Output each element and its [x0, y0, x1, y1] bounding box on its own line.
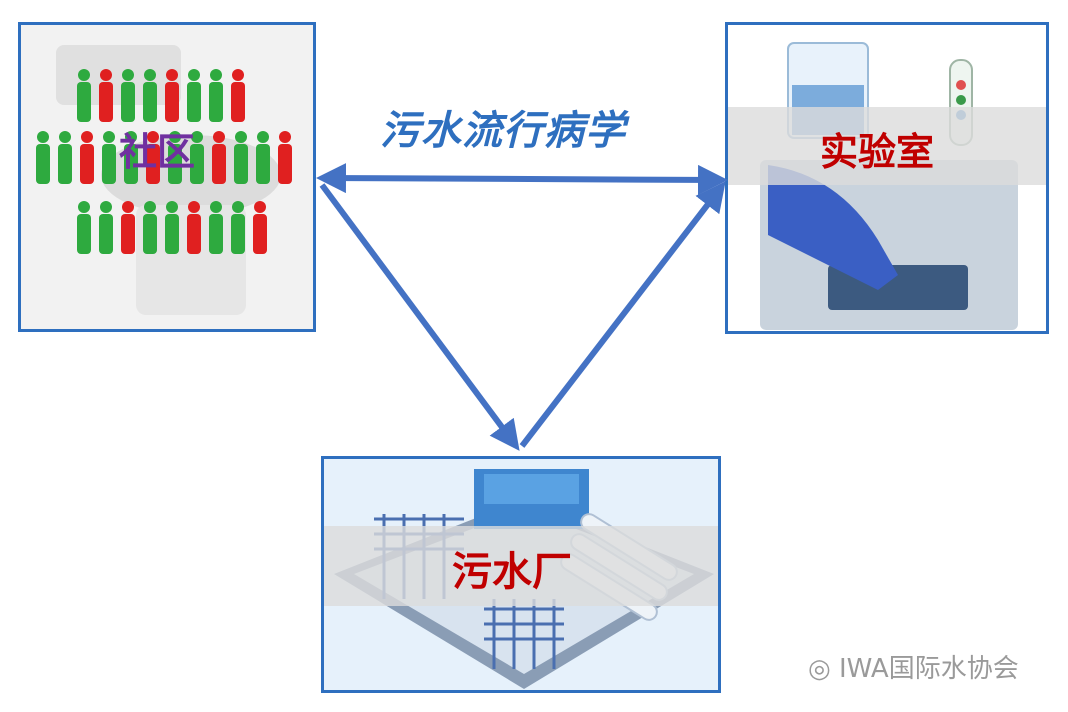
person-icon-head [232, 69, 244, 81]
person-icon-body [168, 144, 182, 184]
person-icon-head [166, 69, 178, 81]
person-icon-head [144, 69, 156, 81]
person-icon-body [80, 144, 94, 184]
person-icon-head [59, 131, 71, 143]
person-icon-body [124, 144, 138, 184]
person-icon-head [147, 131, 159, 143]
diagram-title: 污水流行病学 [380, 108, 626, 154]
person-icon-body [209, 214, 223, 254]
person-icon-head [188, 201, 200, 213]
person-icon-body [187, 82, 201, 122]
person-icon-body [165, 214, 179, 254]
person-icon-body [102, 144, 116, 184]
person-icon-head [188, 69, 200, 81]
person-icon-head [257, 131, 269, 143]
person-icon-head [235, 131, 247, 143]
person-icon-body [143, 214, 157, 254]
tube-dot-red [956, 80, 966, 90]
person-icon-body [278, 144, 292, 184]
plant-label-band [324, 526, 718, 606]
watermark-text: IWA国际水协会 [838, 654, 1019, 684]
person-icon-head [210, 69, 222, 81]
watermark: ◎ IWA国际水协会 [808, 648, 1019, 685]
person-icon-head [279, 131, 291, 143]
person-icon-head [254, 201, 266, 213]
people-group [36, 69, 292, 254]
person-icon-body [190, 144, 204, 184]
plant-building-roof [484, 474, 579, 504]
person-icon-body [165, 82, 179, 122]
plant-label: 污水厂 [452, 549, 572, 595]
person-icon-head [78, 69, 90, 81]
person-icon-head [144, 201, 156, 213]
tube-dot-green [956, 95, 966, 105]
person-icon-body [121, 214, 135, 254]
person-icon-head [232, 201, 244, 213]
person-icon-body [187, 214, 201, 254]
person-icon-head [100, 201, 112, 213]
person-icon-body [212, 144, 226, 184]
person-icon-head [125, 131, 137, 143]
person-icon-head [37, 131, 49, 143]
person-icon-body [77, 214, 91, 254]
person-icon-body [36, 144, 50, 184]
plant-panel: 污水厂 [321, 456, 721, 693]
person-icon-head [81, 131, 93, 143]
lab-label-band [728, 107, 1046, 185]
wechat-icon: ◎ [808, 654, 831, 684]
person-icon-body [77, 82, 91, 122]
person-icon-head [213, 131, 225, 143]
arrow-plant-lab [519, 181, 726, 448]
arrow-community-plant [319, 183, 520, 451]
person-icon-head [166, 201, 178, 213]
glove-hand-icon [768, 165, 898, 290]
lab-label: 实验室 [820, 130, 935, 174]
person-icon-head [122, 69, 134, 81]
person-icon-body [58, 144, 72, 184]
person-icon-body [231, 82, 245, 122]
community-label: 社区 [119, 130, 196, 174]
community-panel: 社区 [18, 22, 316, 332]
person-icon-body [99, 214, 113, 254]
person-icon-head [122, 201, 134, 213]
person-icon-body [209, 82, 223, 122]
person-icon-body [146, 144, 160, 184]
person-icon-body [231, 214, 245, 254]
person-icon-body [99, 82, 113, 122]
person-icon-head [103, 131, 115, 143]
person-icon-head [191, 131, 203, 143]
person-icon-body [234, 144, 248, 184]
arrow-community-lab [316, 163, 728, 195]
person-icon-head [78, 201, 90, 213]
lab-panel: 实验室 [725, 22, 1049, 334]
person-icon-head [100, 69, 112, 81]
community-illustration [36, 45, 292, 315]
person-icon-body [256, 144, 270, 184]
person-icon-body [143, 82, 157, 122]
person-icon-body [121, 82, 135, 122]
person-icon-head [169, 131, 181, 143]
person-icon-body [253, 214, 267, 254]
person-icon-head [210, 201, 222, 213]
